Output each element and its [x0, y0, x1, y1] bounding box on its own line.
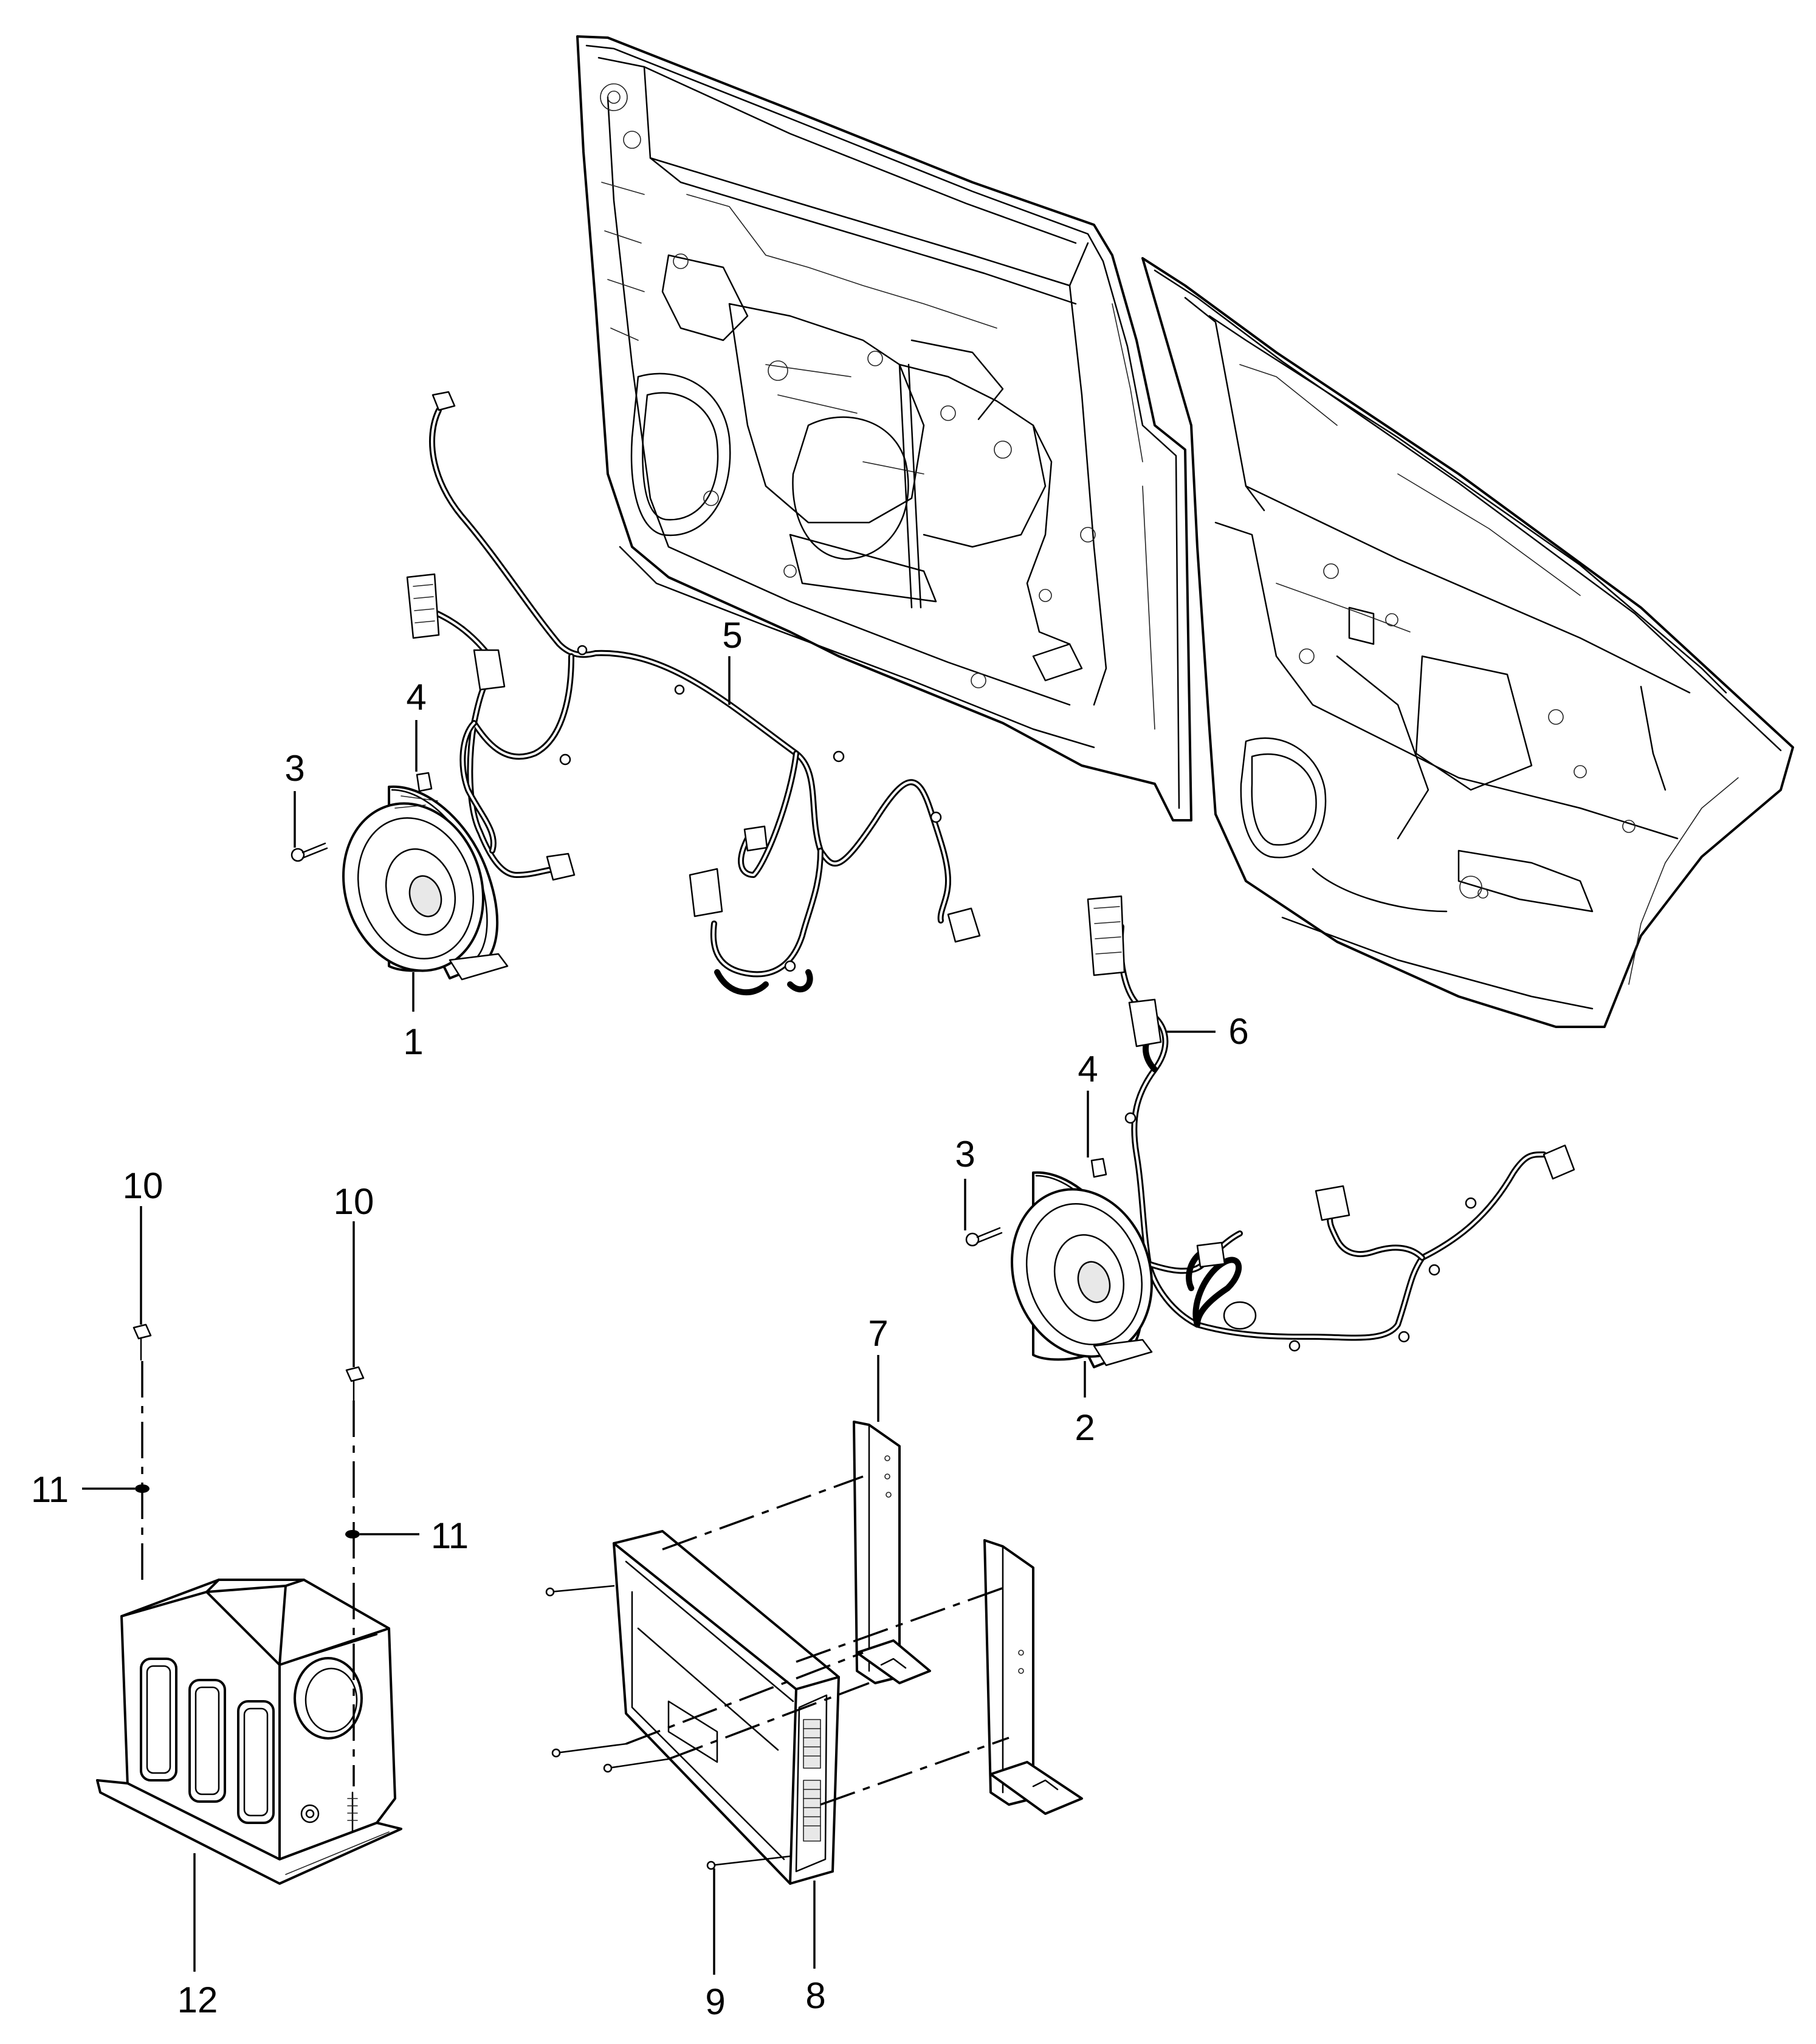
callout-7: 7 — [868, 1313, 888, 1354]
callout-3-rear: 3 — [955, 1134, 975, 1175]
rear-door-panel — [1141, 257, 1794, 1028]
callout-5: 5 — [722, 615, 742, 656]
amplifier-bracket-front — [853, 1421, 931, 1684]
subwoofer-stud-left — [132, 1323, 152, 1361]
amp-assembly-line-5 — [820, 1737, 1009, 1806]
callout-8: 8 — [805, 1975, 825, 2016]
callout-11-right: 11 — [431, 1515, 469, 1556]
amplifier-screws — [545, 1585, 791, 1870]
rear-speaker-screw — [965, 1227, 1003, 1247]
front-door-speaker — [342, 785, 509, 981]
rear-door-wiring-harness — [1087, 895, 1575, 1352]
subwoofer-enclosure — [96, 1579, 402, 1885]
front-speaker-clip — [416, 772, 433, 792]
callout-3-front: 3 — [284, 748, 304, 789]
leader-lines — [82, 656, 1216, 1975]
amp-assembly-line-2 — [796, 1585, 1009, 1663]
callout-9: 9 — [705, 1981, 725, 2022]
subwoofer-stud-right — [345, 1366, 365, 1402]
callout-10-right: 10 — [334, 1181, 374, 1222]
callout-6: 6 — [1228, 1011, 1248, 1052]
callout-12: 12 — [177, 1980, 218, 2020]
front-door-wiring-harness — [406, 391, 981, 995]
amplifier — [613, 1530, 840, 1885]
rear-door-speaker — [1011, 1171, 1153, 1368]
callout-2: 2 — [1075, 1407, 1095, 1448]
callouts: 1 2 3 3 4 4 5 6 7 8 9 10 10 11 11 12 — [31, 615, 1249, 2022]
callout-1: 1 — [403, 1021, 423, 1062]
amp-assembly-line-3 — [625, 1651, 864, 1745]
rear-speaker-clip — [1090, 1157, 1107, 1178]
amp-assembly-line-1 — [662, 1475, 864, 1551]
amp-assembly-line-4 — [668, 1682, 870, 1760]
subwoofer-grommet-right — [345, 1530, 360, 1538]
front-door-panel — [576, 35, 1192, 821]
callout-4-front: 4 — [406, 677, 426, 718]
amplifier-bracket-rear — [983, 1539, 1083, 1815]
amplifier-connector-block — [803, 1719, 821, 1842]
callout-4-rear: 4 — [1078, 1049, 1098, 1089]
callout-11-left: 11 — [31, 1469, 69, 1510]
callout-10-left: 10 — [123, 1165, 163, 1206]
front-speaker-screw — [291, 842, 328, 862]
